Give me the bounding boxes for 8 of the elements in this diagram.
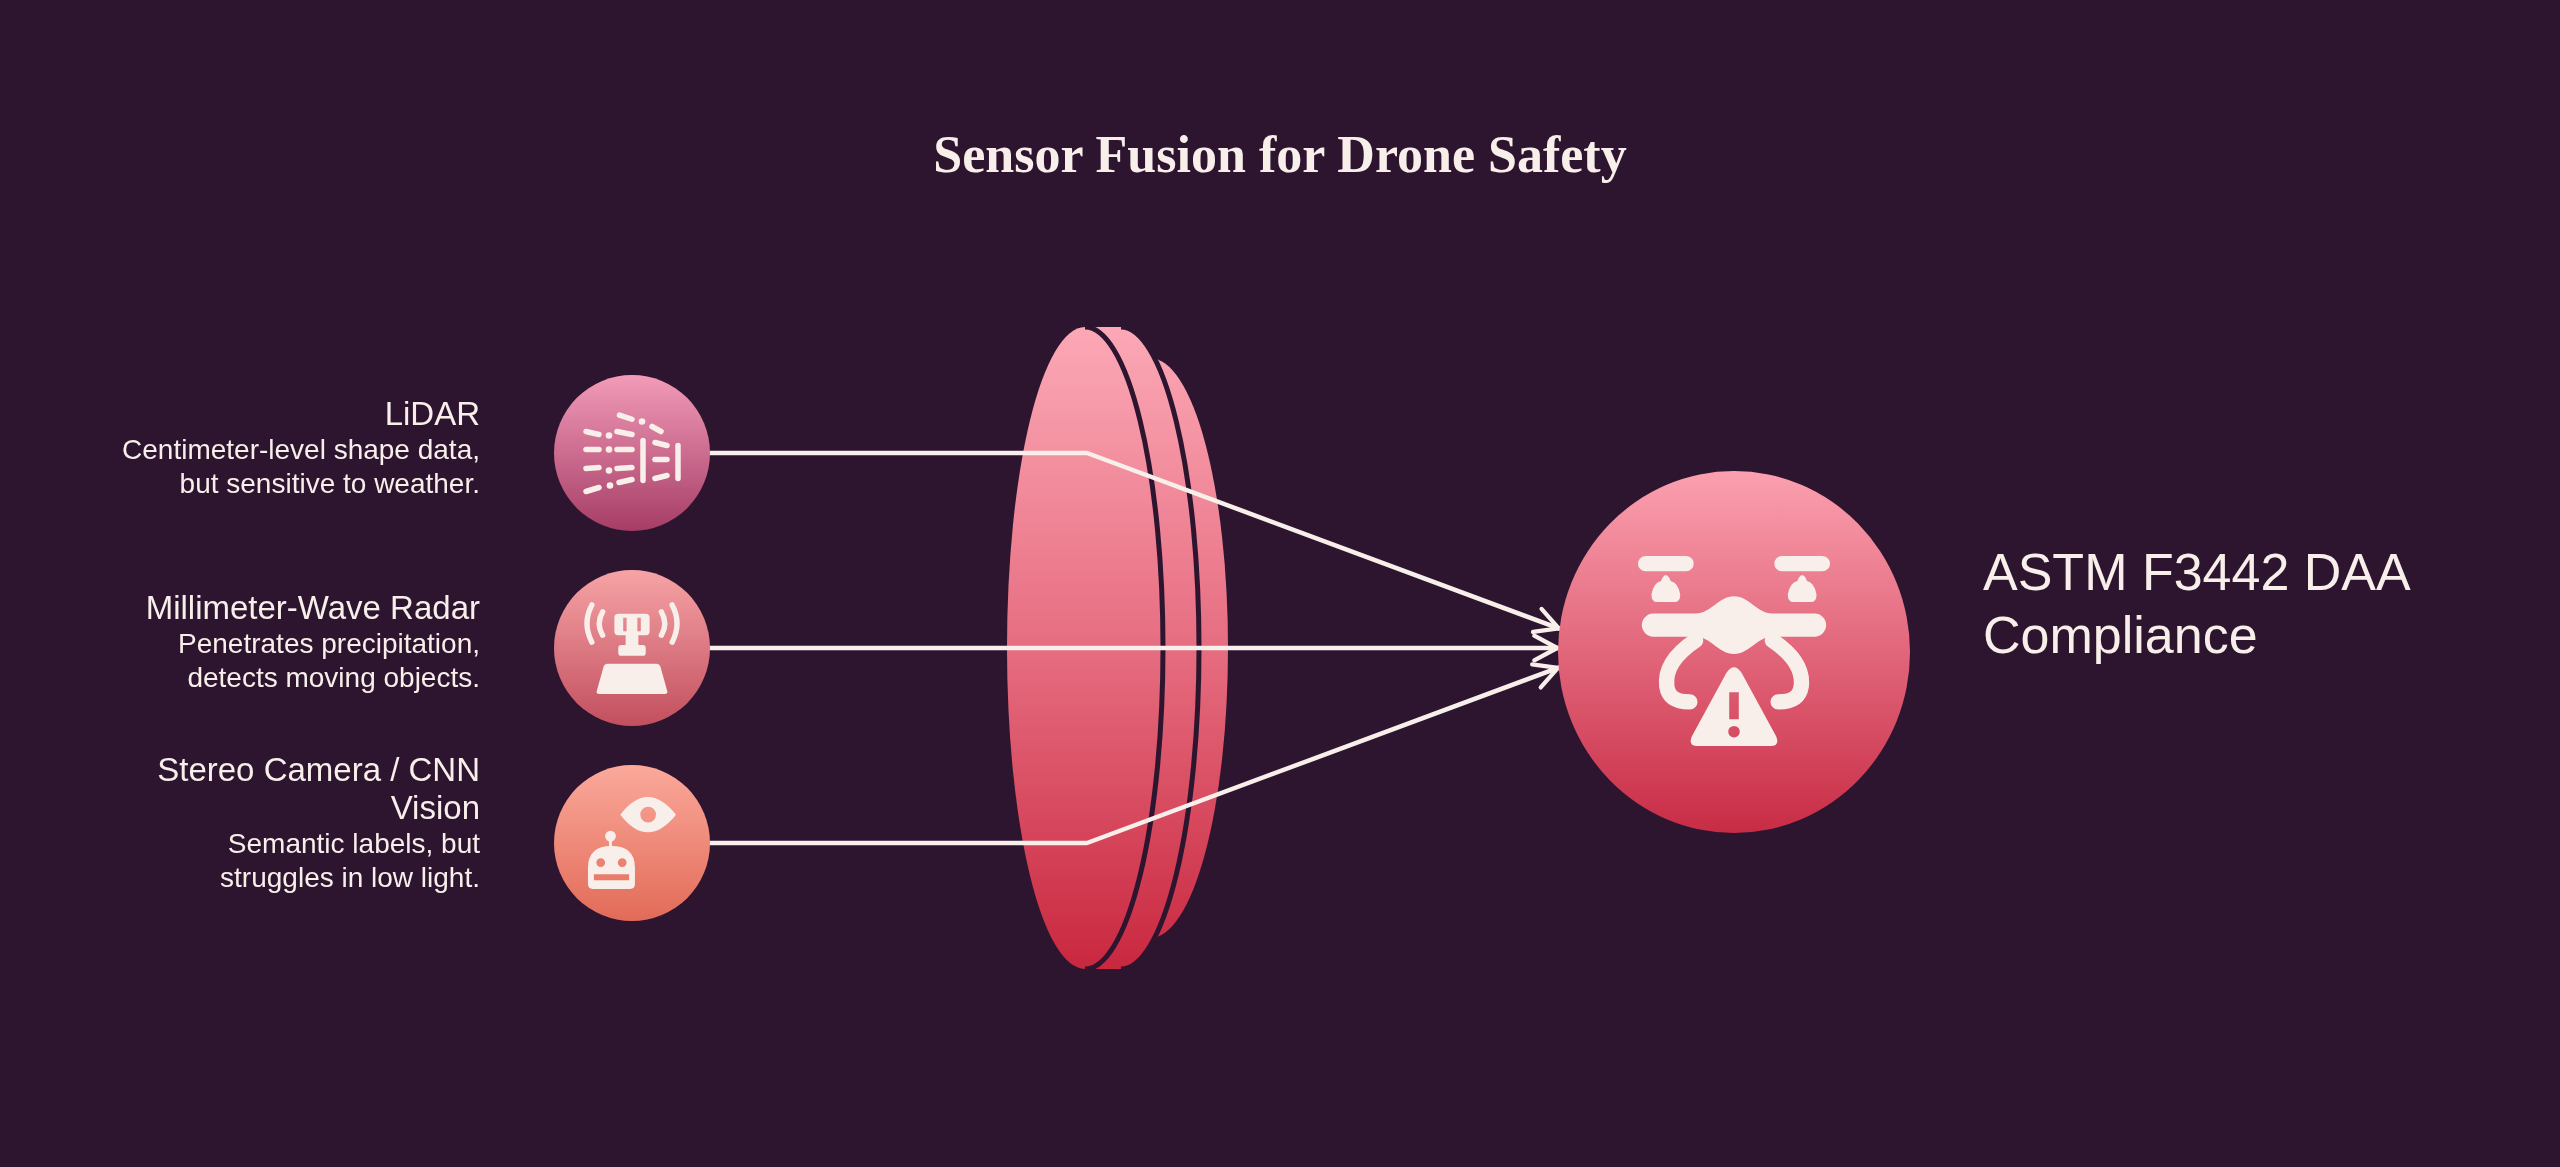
node-label: ASTM F3442 DAA Compliance xyxy=(1983,542,2409,666)
node-description: Semantic labels, but struggles in low light. xyxy=(219,827,480,895)
node-description: Centimeter-level shape data, but sensitive to weather. xyxy=(121,433,480,501)
node-heading: Millimeter-Wave Radar xyxy=(144,589,480,627)
diagram-title: Sensor Fusion for Drone Safety xyxy=(933,125,1627,185)
node-heading: Stereo Camera / CNN Vision xyxy=(156,751,480,827)
node-heading: LiDAR xyxy=(383,395,480,433)
node-description: Penetrates precipitation, detects moving objects. xyxy=(177,627,480,695)
